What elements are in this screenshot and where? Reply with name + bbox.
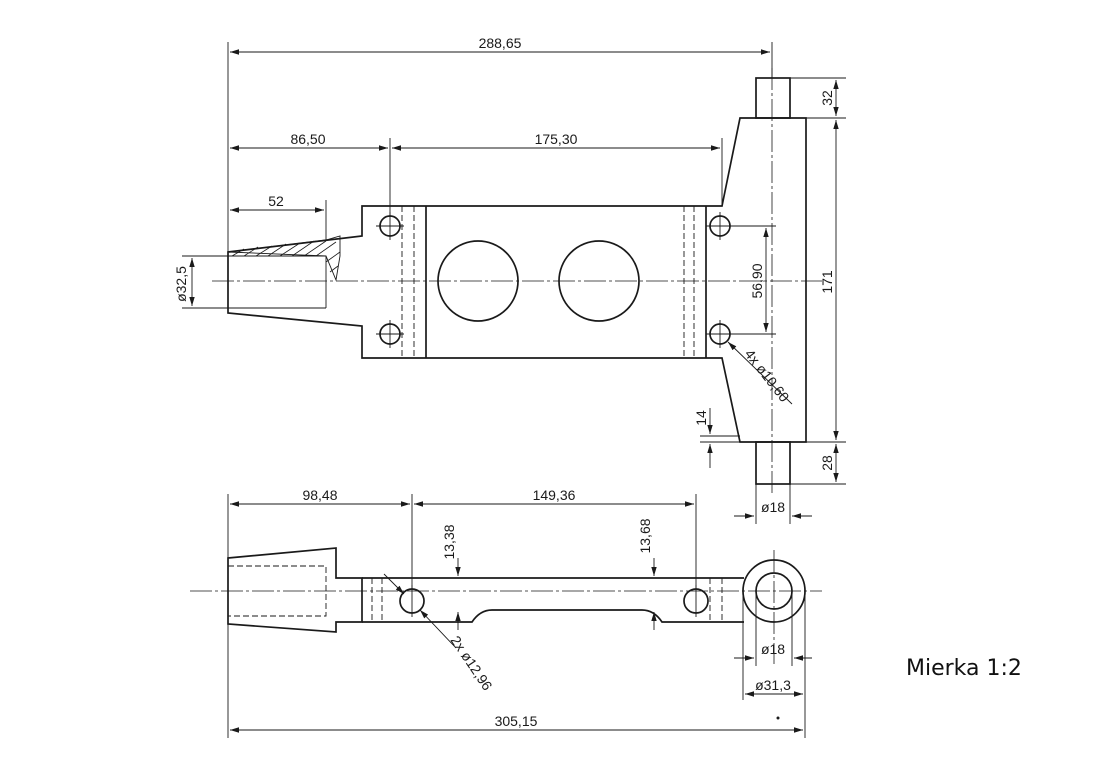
- point-mark: [776, 716, 780, 720]
- dim-bore-diameter: ø18: [761, 641, 785, 657]
- dim-right-depth: 13,68: [637, 518, 653, 553]
- dim-pin-bottom: 28: [819, 455, 835, 471]
- dim-eye-diameter: ø31,3: [755, 677, 791, 693]
- dim-hole-spacing: 56,90: [749, 263, 765, 298]
- dim-left-depth: 13,38: [441, 524, 457, 559]
- dim-left-offset: 86,50: [290, 131, 325, 147]
- dim-side-hole-spacing: 149,36: [533, 487, 576, 503]
- side-view-dimensions: [227, 494, 812, 738]
- bottom-pin: [755, 441, 791, 485]
- dim-side-overall-length: 305,15: [495, 713, 538, 729]
- side-view: [190, 547, 822, 664]
- dim-taper-length: 52: [268, 193, 284, 209]
- side-outline: [227, 547, 363, 633]
- dim-pin-top: 32: [819, 90, 835, 106]
- dim-holes-side: 2x ø12,96: [448, 633, 496, 694]
- dim-gap: 14: [693, 410, 709, 426]
- top-pin: [755, 77, 791, 119]
- side-arm: [362, 577, 744, 623]
- dim-plate-length: 175,30: [535, 131, 578, 147]
- dim-overall-length: 288,65: [479, 35, 522, 51]
- section-hatch: [231, 240, 341, 273]
- dim-holes-top: 4x ø10,60: [742, 346, 793, 405]
- top-taper-outline: [227, 117, 807, 443]
- dim-body-height: 171: [819, 270, 835, 294]
- scale-label: Mierka 1:2: [906, 656, 1022, 681]
- top-view-dimensions: [182, 42, 846, 524]
- dim-pin-diameter: ø18: [761, 499, 785, 515]
- dim-taper-diameter: ø32,5: [173, 266, 189, 302]
- dim-side-left-offset: 98,48: [302, 487, 337, 503]
- hole-center-marks: [376, 212, 734, 348]
